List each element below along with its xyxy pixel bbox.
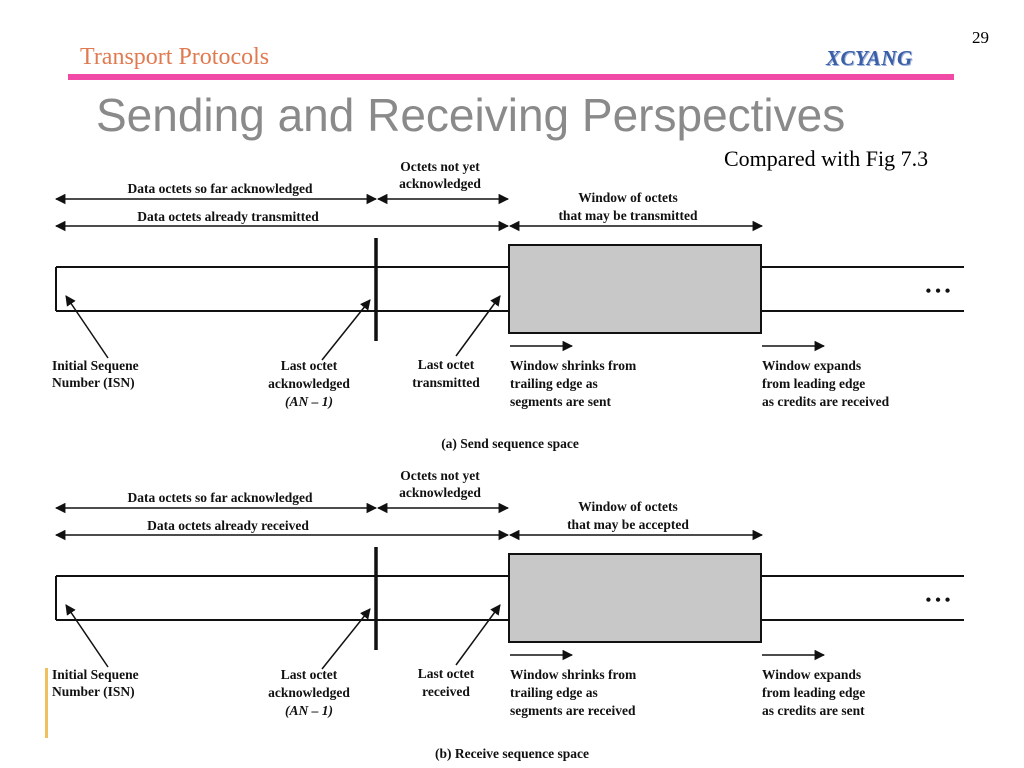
receive-caption: (b) Receive sequence space [435, 746, 589, 761]
slide-subtitle: Compared with Fig 7.3 [724, 146, 929, 171]
last-sent-pointer [455, 295, 501, 357]
last-sent-label: Last octet [418, 357, 475, 372]
so-far-acked-label: Data octets so far acknowledged [128, 181, 313, 196]
last-acked-label: Last octet [281, 667, 338, 682]
last-received-label: Last octet [418, 666, 475, 681]
isn-label: Initial Sequene [52, 667, 139, 682]
ellipsis-marker: • • • [926, 283, 951, 300]
window-label: Window of octets [578, 190, 678, 205]
expands-label: from leading edge [762, 685, 865, 700]
expands-label: as credits are received [762, 394, 890, 409]
isn-pointer [65, 295, 109, 359]
window-label: that may be accepted [567, 517, 689, 532]
shrinks-label: trailing edge as [510, 376, 598, 391]
expands-label: as credits are sent [762, 703, 865, 718]
page-number: 29 [972, 28, 989, 47]
window-box [508, 244, 762, 334]
shrinks-label: Window shrinks from [510, 358, 637, 373]
octets-not-yet-label: Octets not yet [400, 468, 480, 483]
author-logo: XCYANG [826, 46, 913, 70]
header-title: Transport Protocols [80, 44, 270, 70]
octets-not-yet-label: acknowledged [399, 485, 481, 500]
send-sequence-panel: Octets not yet acknowledged Data octets … [52, 159, 964, 451]
last-received-label: received [422, 684, 470, 699]
already-transmitted-label: Data octets already transmitted [137, 209, 319, 224]
shrinks-label: segments are sent [510, 394, 611, 409]
isn-label: Number (ISN) [52, 684, 135, 699]
isn-label: Initial Sequene [52, 358, 139, 373]
octets-not-yet-label: Octets not yet [400, 159, 480, 174]
already-received-label: Data octets already received [147, 518, 309, 533]
shrinks-label: segments are received [510, 703, 636, 718]
last-acked-pointer [321, 299, 371, 361]
last-acked-pointer [321, 608, 371, 670]
expands-label: Window expands [762, 358, 861, 373]
octets-not-yet-label: acknowledged [399, 176, 481, 191]
expands-label: from leading edge [762, 376, 865, 391]
window-label: that may be transmitted [558, 208, 698, 223]
last-acked-label: acknowledged [268, 685, 350, 700]
send-caption: (a) Send sequence space [441, 436, 579, 451]
so-far-acked-label: Data octets so far acknowledged [128, 490, 313, 505]
last-acked-label: (AN – 1) [285, 703, 333, 718]
isn-label: Number (ISN) [52, 375, 135, 390]
last-received-pointer [455, 604, 501, 666]
header-rule [68, 74, 954, 80]
shrinks-label: Window shrinks from [510, 667, 637, 682]
ellipsis-marker: • • • [926, 592, 951, 609]
last-acked-label: Last octet [281, 358, 338, 373]
expands-label: Window expands [762, 667, 861, 682]
last-acked-label: acknowledged [268, 376, 350, 391]
window-box [508, 553, 762, 643]
slide-title: Sending and Receiving Perspectives [96, 89, 846, 141]
shrinks-label: trailing edge as [510, 685, 598, 700]
last-sent-label: transmitted [412, 375, 480, 390]
window-label: Window of octets [578, 499, 678, 514]
receive-sequence-panel: Octets not yet acknowledged Data octets … [52, 468, 964, 761]
side-accent-bar [45, 668, 48, 738]
last-acked-label: (AN – 1) [285, 394, 333, 409]
isn-pointer [65, 604, 109, 668]
